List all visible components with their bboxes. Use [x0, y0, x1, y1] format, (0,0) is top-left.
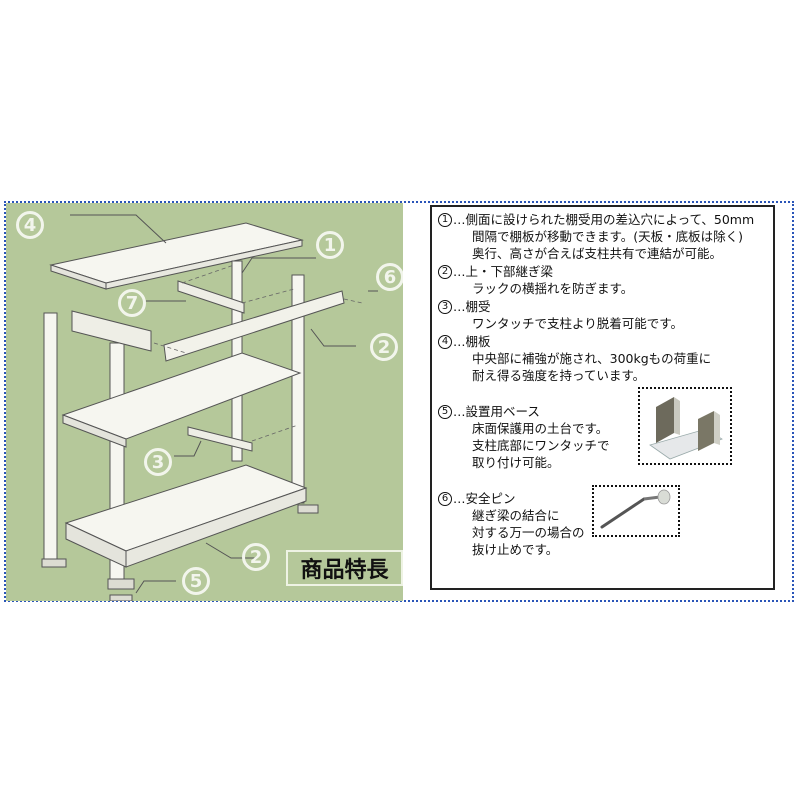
callout-3: 3: [144, 448, 172, 476]
feature-line: 奥行、高さが合えば支柱共有で連結が可能。: [472, 246, 723, 261]
leader-dots: …: [453, 491, 466, 506]
feature-item-6: 6…安全ピン 継ぎ梁の結合に 対する万一の場合の 抜け止めです。: [438, 490, 585, 558]
feature-line: 耐え得る強度を持っています。: [472, 368, 646, 383]
callout-2-top: 2: [370, 333, 398, 361]
callout-1: 1: [316, 231, 344, 259]
feature-line: 支柱底部にワンタッチで: [472, 438, 610, 453]
feature-item-3: 3…棚受 ワンタッチで支柱より脱着可能です。: [438, 298, 683, 332]
feature-title: 棚受: [465, 299, 491, 314]
callout-2-bottom: 2: [242, 543, 270, 571]
feature-line: 継ぎ梁の結合に: [472, 508, 560, 523]
outer-dotted-frame: [4, 201, 794, 602]
callout-6: 6: [376, 263, 403, 291]
safety-pin-photo: [592, 485, 680, 537]
shelf-exploded-diagram: 4 1 6 7 2 3 2 5 商品特長: [6, 203, 403, 601]
base-plate-icon: [649, 397, 723, 460]
feature-title: 棚板: [465, 334, 491, 349]
callout-5: 5: [182, 567, 210, 595]
feature-line: 対する万一の場合の: [472, 525, 585, 540]
feature-line: 間隔で棚板が移動できます。(天板・底板は除く): [472, 229, 744, 244]
number-circle: 2: [438, 264, 452, 279]
product-features-title: 商品特長: [300, 558, 389, 583]
shelf-rack-illustration: [41, 214, 378, 601]
leader-dots: …: [453, 404, 466, 419]
number-circle: 5: [438, 404, 452, 419]
number-circle: 3: [438, 299, 452, 314]
feature-line: ラックの横揺れを防ぎます。: [472, 281, 634, 296]
callout-7: 7: [118, 289, 146, 317]
feature-title: 側面に設けられた棚受用の差込穴によって、50mm: [465, 212, 755, 227]
leader-dots: …: [453, 212, 466, 227]
leader-dots: …: [453, 299, 466, 314]
leader-dots: …: [453, 334, 466, 349]
number-circle: 4: [438, 334, 452, 349]
feature-line: 取り付け可能。: [472, 455, 560, 470]
product-features-badge: 商品特長: [286, 550, 403, 586]
feature-line: 抜け止めです。: [472, 542, 559, 557]
number-circle: 1: [438, 212, 452, 227]
feature-line: 床面保護用の土台です。: [472, 421, 609, 436]
safety-pin-icon: [600, 489, 671, 529]
feature-list-box: 1…側面に設けられた棚受用の差込穴によって、50mm 間隔で棚板が移動できます。…: [430, 205, 775, 590]
feature-item-4: 4…棚板 中央部に補強が施され、300kgもの荷重に 耐え得る強度を持っています…: [438, 333, 711, 384]
feature-title: 安全ピン: [465, 491, 516, 506]
feature-item-5: 5…設置用ベース 床面保護用の土台です。 支柱底部にワンタッチで 取り付け可能。: [438, 403, 610, 471]
feature-item-2: 2…上・下部継ぎ梁 ラックの横揺れを防ぎます。: [438, 263, 633, 297]
feature-item-1: 1…側面に設けられた棚受用の差込穴によって、50mm 間隔で棚板が移動できます。…: [438, 211, 754, 262]
leader-dots: …: [453, 264, 466, 279]
base-plate-photo: [638, 387, 732, 465]
callout-4: 4: [16, 211, 44, 239]
number-circle: 6: [438, 491, 452, 506]
feature-title: 上・下部継ぎ梁: [465, 264, 554, 279]
feature-title: 設置用ベース: [465, 404, 540, 419]
feature-line: ワンタッチで支柱より脱着可能です。: [472, 316, 684, 331]
feature-line: 中央部に補強が施され、300kgもの荷重に: [472, 351, 712, 366]
